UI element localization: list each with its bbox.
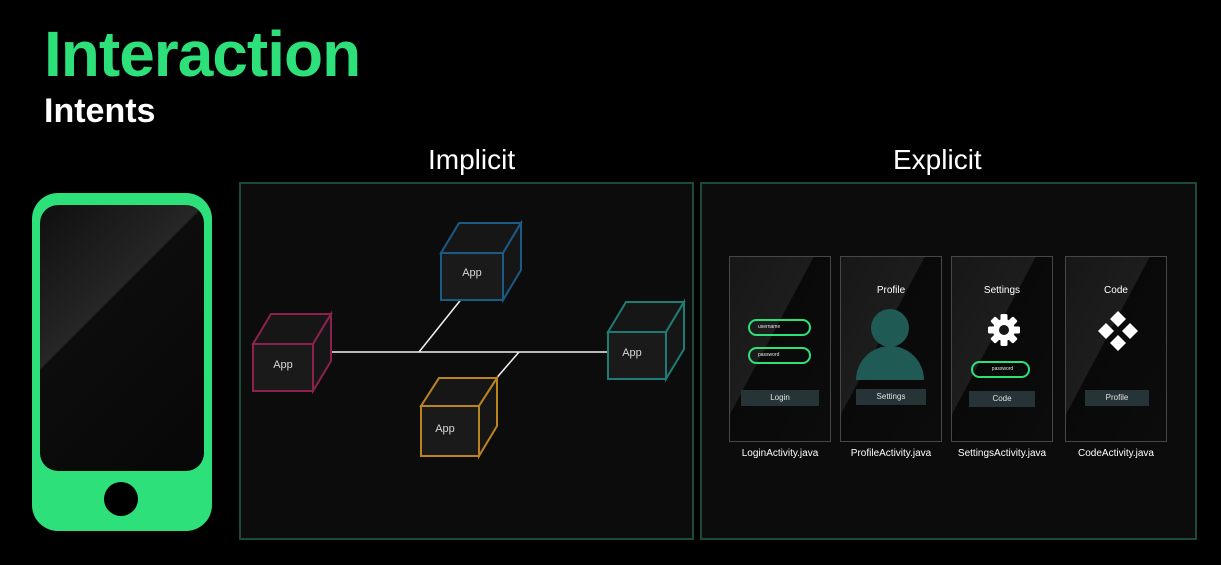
app-cube-red-label: App [273, 359, 293, 371]
implicit-diagram: App App App App [251, 219, 686, 460]
login-button: Login [741, 390, 819, 406]
avatar-body-icon [856, 346, 924, 380]
avatar-icon [871, 309, 909, 347]
settings-button: Settings [856, 389, 926, 405]
code-activity-screen: Code Profile [1065, 256, 1167, 442]
implicit-label: Implicit [428, 144, 516, 175]
app-cube-orange-label: App [435, 423, 455, 435]
settings-password-field: password [971, 361, 1030, 378]
explicit-label: Explicit [893, 144, 982, 175]
login-activity-caption: LoginActivity.java [741, 448, 819, 459]
gear-icon [988, 314, 1020, 346]
profile-activity-caption: ProfileActivity.java [850, 448, 932, 459]
profile-button: Profile [1085, 390, 1149, 406]
code-screen-title: Code [1104, 285, 1128, 296]
app-cube-blue-label: App [462, 267, 482, 279]
app-cube-orange: App [419, 374, 499, 460]
page-title: Interaction [44, 18, 361, 90]
code-button: Code [969, 391, 1035, 407]
settings-activity-caption: SettingsActivity.java [957, 448, 1047, 459]
login-activity-screen: username password Login [729, 256, 831, 442]
code-activity-caption: CodeActivity.java [1078, 448, 1154, 459]
username-field: username [748, 319, 811, 336]
password-field: password [748, 347, 811, 364]
app-cube-blue: App [439, 219, 523, 304]
phone-icon [32, 193, 212, 531]
app-cube-red: App [251, 310, 333, 395]
app-cube-teal: App [606, 298, 686, 383]
profile-activity-screen: Profile Settings [840, 256, 942, 442]
app-cube-teal-label: App [622, 347, 642, 359]
settings-activity-screen: Settings password Code [951, 256, 1053, 442]
phone-screen [40, 205, 204, 471]
connector-line-blue [418, 296, 464, 353]
implicit-panel: App App App App [239, 182, 694, 540]
page-subtitle: Intents [44, 92, 156, 130]
settings-screen-title: Settings [983, 285, 1021, 296]
code-diamond-icon [1098, 311, 1138, 351]
phone-home-button [104, 482, 138, 516]
profile-screen-title: Profile [876, 285, 906, 296]
